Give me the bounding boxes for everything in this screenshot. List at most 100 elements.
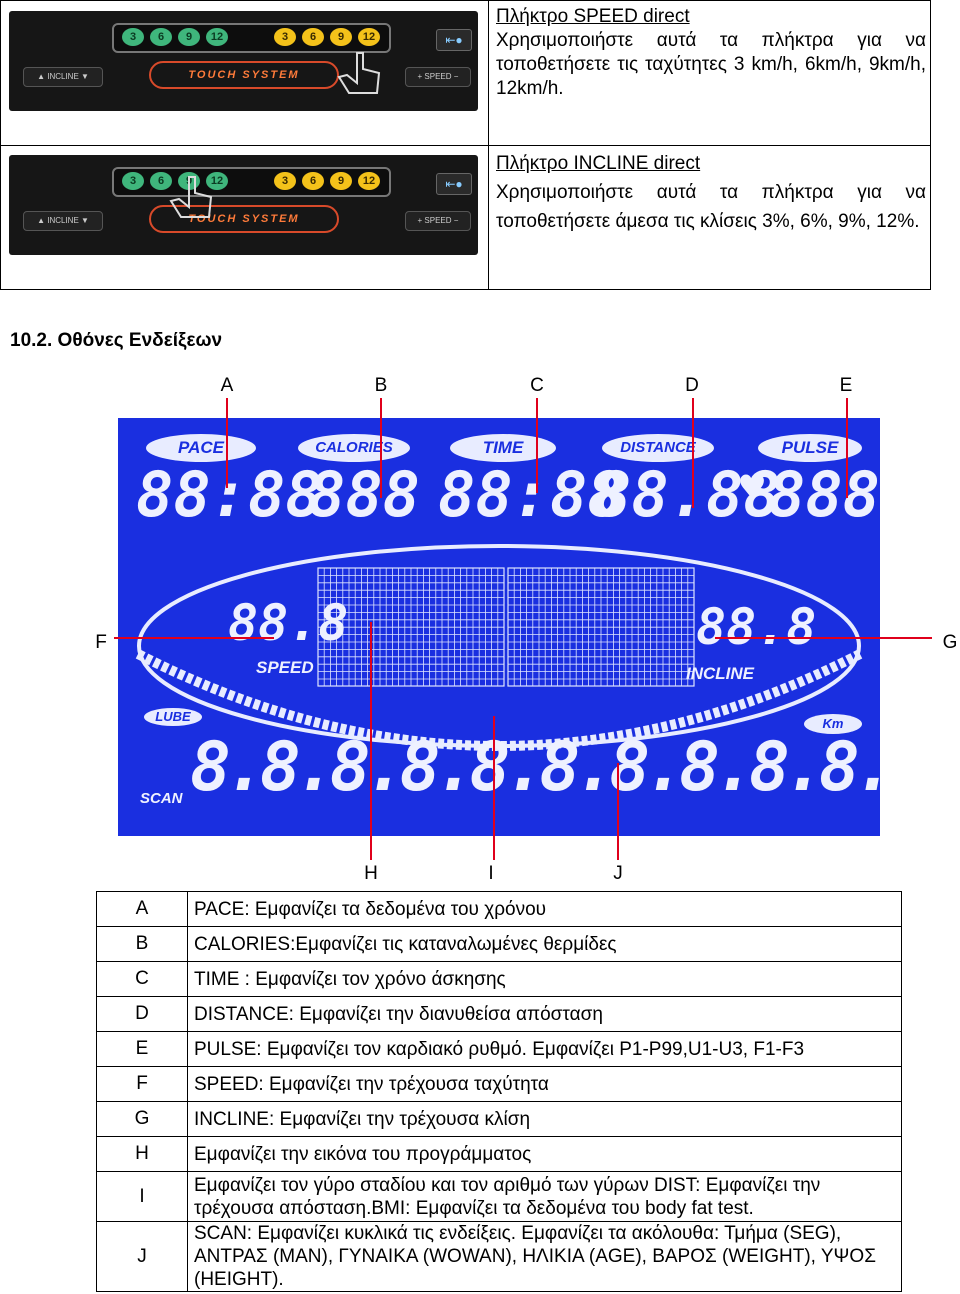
pulse-digits: 888 bbox=[768, 458, 880, 531]
legend-key: H bbox=[96, 1136, 188, 1172]
distance-digits: 88.88 bbox=[594, 458, 781, 531]
legend-text: SCAN: Εμφανίζει κυκλικά τις ενδείξεις. Ε… bbox=[187, 1221, 902, 1292]
legend-text: INCLINE: Εμφανίζει την τρέχουσα κλίση bbox=[187, 1101, 902, 1137]
callout-line-e bbox=[846, 398, 848, 498]
legend-text: DISTANCE: Εμφανίζει την διανυθείσα απόστ… bbox=[187, 996, 902, 1032]
lcd-label-distance: DISTANCE bbox=[602, 434, 714, 462]
legend-key: F bbox=[96, 1066, 188, 1102]
callout-line-j bbox=[617, 763, 619, 860]
legend-key: D bbox=[96, 996, 188, 1032]
time-digits: 88:88 bbox=[438, 458, 625, 531]
callout-line-g bbox=[715, 637, 932, 639]
matrix-digits: 8.8.8.8.8.8.8.8.8.8. bbox=[190, 728, 880, 807]
incline-key-3: 3 bbox=[122, 172, 144, 190]
lcd-label-km: Km bbox=[804, 714, 862, 734]
touch-system-logo: TOUCH SYSTEM bbox=[149, 205, 339, 233]
speed-digits: 88.8 bbox=[228, 594, 349, 652]
callout-d: D bbox=[685, 375, 699, 396]
heart-icon: ♥ bbox=[740, 465, 765, 511]
speed-direct-text: Χρησιμοποιήστε αυτά τα πλήκτρα για να το… bbox=[496, 30, 926, 99]
table-divider bbox=[1, 145, 930, 146]
incline-key-6: 6 bbox=[150, 172, 172, 190]
speed-key-9: 9 bbox=[330, 28, 352, 46]
table-row: F SPEED: Εμφανίζει την τρέχουσα ταχύτητα bbox=[96, 1066, 902, 1102]
speed-key-9: 9 bbox=[330, 172, 352, 190]
incline-digits: 88.8 bbox=[696, 598, 817, 656]
touch-system-logo: TOUCH SYSTEM bbox=[149, 61, 339, 89]
legend-text: TIME : Εμφανίζει τον χρόνο άσκησης bbox=[187, 961, 902, 997]
speed-key-3: 3 bbox=[274, 172, 296, 190]
table-row: H Εμφανίζει την εικόνα του προγράμματος bbox=[96, 1136, 902, 1172]
callout-line-f bbox=[114, 637, 274, 639]
table-row: C TIME : Εμφανίζει τον χρόνο άσκησης bbox=[96, 961, 902, 997]
legend-key: E bbox=[96, 1031, 188, 1067]
callout-a: A bbox=[220, 375, 234, 396]
legend-key: G bbox=[96, 1101, 188, 1137]
callout-line-c bbox=[536, 398, 538, 493]
lcd-label-incline: INCLINE bbox=[686, 664, 754, 683]
incline-key-12: 12 bbox=[206, 172, 228, 190]
callout-h: H bbox=[364, 863, 378, 884]
enter-icon: ⇤● bbox=[436, 173, 472, 195]
hand-pointer-icon bbox=[337, 52, 381, 94]
enter-icon: ⇤● bbox=[436, 29, 472, 51]
legend-text: CALORIES:Εμφανίζει τις καταναλωμένες θερ… bbox=[187, 926, 902, 962]
table-row: G INCLINE: Εμφανίζει την τρέχουσα κλίση bbox=[96, 1101, 902, 1137]
legend-text: Εμφανίζει τον γύρο σταδίου και τον αριθμ… bbox=[187, 1171, 902, 1222]
legend-text: SPEED: Εμφανίζει την τρέχουσα ταχύτητα bbox=[187, 1066, 902, 1102]
legend-text: Εμφανίζει την εικόνα του προγράμματος bbox=[187, 1136, 902, 1172]
pace-digits: 88:88 bbox=[136, 458, 323, 531]
callout-c: C bbox=[530, 375, 544, 396]
lcd-label-pace: PACE bbox=[146, 434, 256, 462]
direct-keys-strip: 3 6 9 12 3 6 9 12 bbox=[112, 167, 391, 197]
incline-key-9: 9 bbox=[178, 28, 200, 46]
callout-e: E bbox=[839, 375, 853, 396]
speed-key-12: 12 bbox=[358, 28, 380, 46]
lcd-label-lube: LUBE bbox=[144, 708, 202, 726]
direct-keys-table: 3 6 9 12 3 6 9 12 ▲ INCLINE ▼ TOUCH SYST… bbox=[0, 0, 931, 290]
speed-direct-description: Πλήκτρο SPEED direct Χρησιμοποιήστε αυτά… bbox=[496, 5, 926, 101]
callout-g: G bbox=[942, 632, 958, 653]
table-row: I Εμφανίζει τον γύρο σταδίου και τον αρι… bbox=[96, 1171, 902, 1222]
callout-j: J bbox=[613, 863, 623, 884]
legend-key: I bbox=[96, 1171, 188, 1222]
legend-text: PACE: Εμφανίζει τα δεδομένα του χρόνου bbox=[187, 891, 902, 927]
speed-key-6: 6 bbox=[302, 28, 324, 46]
lcd-display: PACE CALORIES TIME DISTANCE PULSE 88:88 … bbox=[118, 418, 880, 836]
legend-text: PULSE: Εμφανίζει τον καρδιακό ρυθμό. Εμφ… bbox=[187, 1031, 902, 1067]
callout-line-b bbox=[380, 398, 382, 498]
callout-i: I bbox=[488, 863, 494, 884]
incline-direct-description: Πλήκτρο INCLINE direct Χρησιμοποιήστε αυ… bbox=[496, 149, 926, 236]
lcd-label-pulse: PULSE bbox=[758, 434, 862, 462]
incline-key-12: 12 bbox=[206, 28, 228, 46]
legend-key: A bbox=[96, 891, 188, 927]
callout-b: B bbox=[374, 375, 388, 396]
console-photo-incline: 3 6 9 12 3 6 9 12 ▲ INCLINE ▼ TOUCH SYST… bbox=[9, 155, 478, 255]
incline-arrows: ▲ INCLINE ▼ bbox=[23, 211, 103, 231]
legend-table: A PACE: Εμφανίζει τα δεδομένα του χρόνου… bbox=[96, 891, 902, 1292]
speed-plus-minus: + SPEED − bbox=[405, 211, 471, 231]
callout-line-d bbox=[692, 398, 694, 508]
incline-direct-text: Χρησιμοποιήστε αυτά τα πλήκτρα για να το… bbox=[496, 182, 926, 232]
lcd-label-calories: CALORIES bbox=[298, 434, 410, 462]
table-row: E PULSE: Εμφανίζει τον καρδιακό ρυθμό. Ε… bbox=[96, 1031, 902, 1067]
section-title: 10.2. Οθόνες Ενδείξεων bbox=[10, 330, 223, 351]
callout-line-h bbox=[370, 622, 372, 860]
table-row: J SCAN: Εμφανίζει κυκλικά τις ενδείξεις.… bbox=[96, 1221, 902, 1292]
table-row: B CALORIES:Εμφανίζει τις καταναλωμένες θ… bbox=[96, 926, 902, 962]
lcd-track-graphics bbox=[135, 544, 863, 751]
speed-key-12: 12 bbox=[358, 172, 380, 190]
callout-line-a bbox=[226, 398, 228, 488]
lcd-label-speed: SPEED bbox=[256, 658, 314, 677]
hand-pointer-icon bbox=[169, 176, 213, 218]
speed-key-3: 3 bbox=[274, 28, 296, 46]
legend-key: C bbox=[96, 961, 188, 997]
speed-plus-minus: + SPEED − bbox=[405, 67, 471, 87]
incline-key-3: 3 bbox=[122, 28, 144, 46]
speed-direct-heading: Πλήκτρο SPEED direct bbox=[496, 6, 690, 27]
legend-key: J bbox=[96, 1221, 188, 1292]
lcd-label-time: TIME bbox=[450, 434, 556, 462]
direct-keys-strip: 3 6 9 12 3 6 9 12 bbox=[112, 23, 391, 53]
callout-f: F bbox=[95, 632, 107, 653]
console-photo-speed: 3 6 9 12 3 6 9 12 ▲ INCLINE ▼ TOUCH SYST… bbox=[9, 11, 478, 111]
